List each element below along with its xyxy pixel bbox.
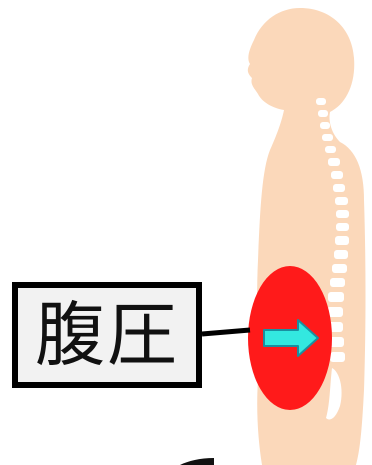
label-connector-line bbox=[202, 330, 250, 334]
bottom-partial-arrow bbox=[180, 458, 214, 465]
abdominal-pressure-label-text: 腹圧 bbox=[35, 300, 179, 370]
abdominal-pressure-label: 腹圧 bbox=[12, 282, 202, 388]
